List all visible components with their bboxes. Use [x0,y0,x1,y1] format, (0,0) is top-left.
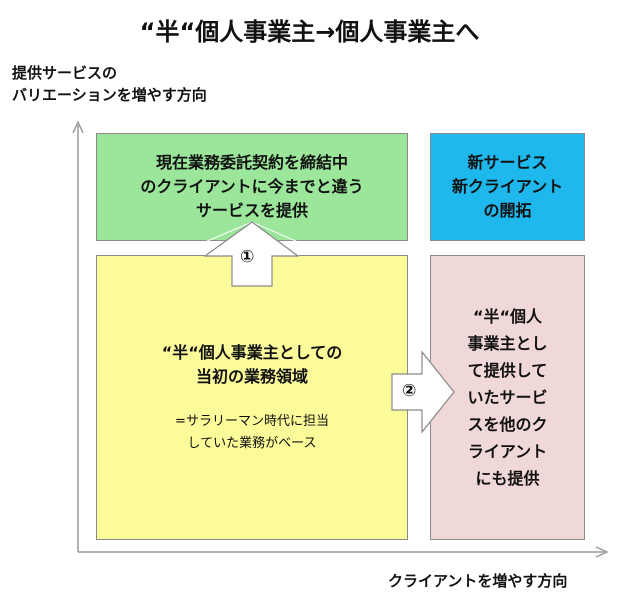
step-1-label: ① [240,247,255,267]
box-text-line: 事業主とし [467,334,548,353]
box-text-line: 新サービス [467,153,548,172]
page-title: “半“個人事業主→個人事業主へ [139,18,480,46]
box-existing-services-other-clients: “半“個人 事業主とし て提供して いたサービ スを他のク ライアント にも提供 [430,255,585,540]
up-arrow [203,221,300,287]
box-text-line: “半“個人 [472,307,543,326]
y-axis-arrowhead [72,120,84,134]
box-text-line: て提供して [467,361,548,380]
box-initial-business-area: “半“個人事業主としての 当初の業務領域 =サラリーマン時代に担当 していた業務… [96,255,408,540]
box-text-line: 現在業務委託契約を締結中 [155,153,348,172]
step-2-label: ② [402,381,417,401]
box-text-line: 新クライアント [451,177,564,196]
box-text-line: スを他のク [467,415,548,434]
box-text-line: にも提供 [475,469,540,488]
box-text-line: “半“個人事業主としての [161,342,343,362]
y-axis-label: 提供サービスの バリエーションを増やす方向 [12,62,207,106]
box-text-line: 当初の業務領域 [195,366,308,386]
box-text-line: の開拓 [483,201,532,220]
box-sub-text: =サラリーマン時代に担当 していた業務がベース [175,411,329,455]
y-axis-label-line-2: バリエーションを増やす方向 [12,86,207,104]
y-axis-label-line-1: 提供サービスの [12,64,118,82]
right-arrow [391,350,455,434]
box-text-line: のクライアントに今までと違う [140,177,364,196]
box-new-services-new-clients: 新サービス 新クライアント の開拓 [430,133,585,241]
box-text-line: ライアント [467,442,548,461]
x-axis-arrowhead [595,546,609,558]
box-text-line: サービスを提供 [195,201,308,220]
box-text-line: していた業務がベース [187,435,317,451]
box-text-line: =サラリーマン時代に担当 [175,413,329,429]
box-text-line: いたサービ [467,388,548,407]
x-axis-label: クライアントを増やす方向 [388,572,568,590]
box-main-text: “半“個人事業主としての 当初の業務領域 [162,341,343,389]
